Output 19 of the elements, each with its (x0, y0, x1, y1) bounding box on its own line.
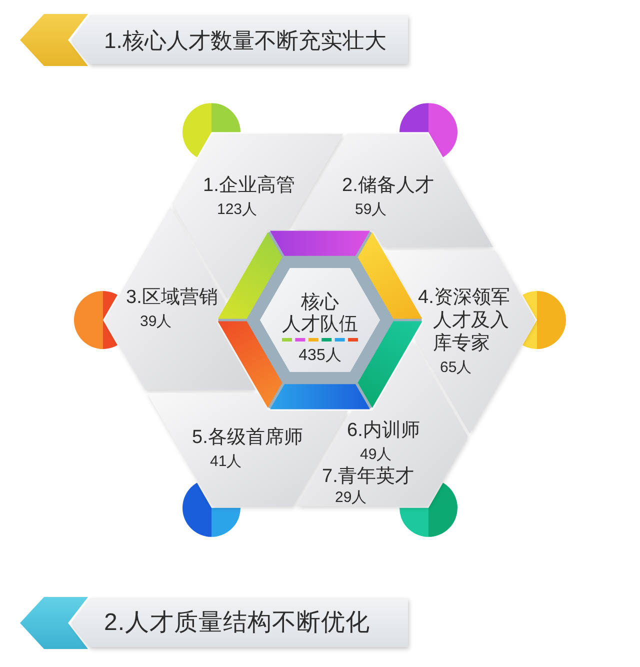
center-hexagon (260, 268, 380, 372)
center-title: 核心人才队伍 (281, 292, 359, 336)
panel-title: 1.企业高管 (203, 174, 295, 198)
panel-title: 7.青年英才 (322, 464, 414, 488)
count-label: 29人 (335, 488, 367, 508)
count-label: 39人 (140, 312, 172, 332)
count-label: 59人 (355, 200, 387, 220)
panel-title: 6.内训师 (347, 418, 420, 442)
count-label: 65人 (440, 358, 472, 378)
panel-title: 5.各级首席师 (192, 426, 303, 450)
section-heading: 2.人才质量结构不断优化 (104, 608, 370, 638)
count-label: 41人 (210, 452, 242, 472)
panel-title: 3.区域营销 (126, 286, 218, 310)
panel-title: 2.储备人才 (342, 174, 434, 198)
total-count: 435人 (298, 346, 342, 366)
section-heading: 1.核心人才数量不断充实壮大 (104, 26, 386, 54)
count-label: 49人 (360, 445, 392, 465)
panel-title: 4.资深领军人才及入库专家 (418, 286, 511, 354)
count-label: 123人 (217, 200, 258, 220)
